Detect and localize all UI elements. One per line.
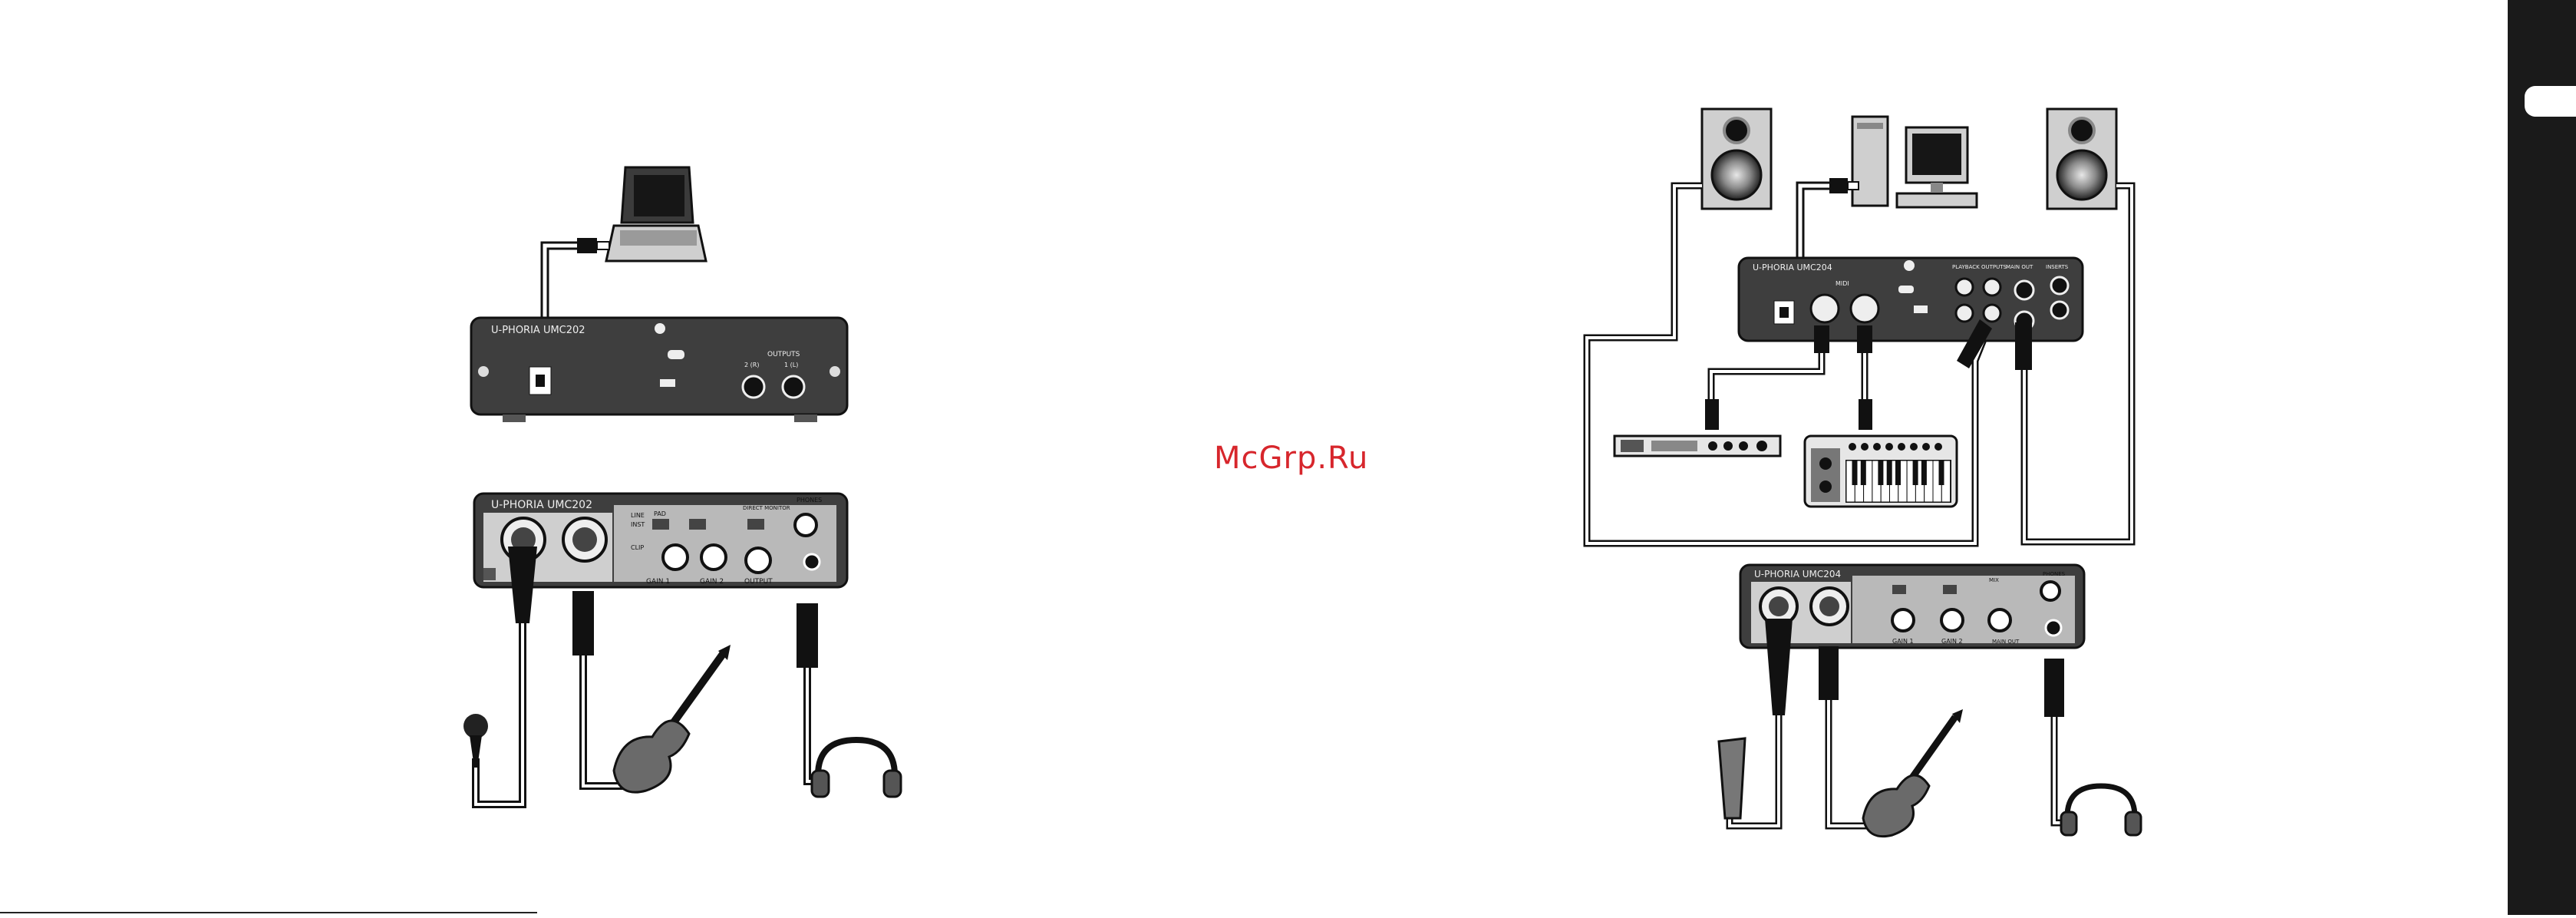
- main-out-label: MAIN OUT: [2006, 264, 2033, 270]
- black-key: [1852, 461, 1858, 485]
- gain2-label-204: GAIN 2: [1941, 638, 1963, 645]
- keyboard-knob: [1861, 443, 1869, 451]
- footer-rule: [0, 912, 537, 913]
- direct-monitor-label: DIRECT MONITOR: [743, 505, 790, 511]
- line-label: LINE: [631, 512, 645, 519]
- desktop-computer-icon: [1852, 117, 1977, 207]
- front-brand-label: U-PHORIA UMC202: [491, 499, 592, 511]
- gain1-label-204: GAIN 1: [1892, 638, 1914, 645]
- keyboard-knob: [1898, 443, 1905, 451]
- inserts-label: INSERTS: [2046, 264, 2069, 270]
- pad-label: PAD: [654, 510, 666, 517]
- headphones-right-icon: [2061, 786, 2141, 835]
- phones-label-204: PHONES: [2043, 571, 2066, 577]
- phones-label: PHONES: [797, 497, 822, 504]
- keyboard-knob: [1885, 443, 1893, 451]
- headphone-cable-right: [2044, 659, 2072, 823]
- side-tab: [2525, 86, 2576, 117]
- keyboard-keys: [1846, 461, 1951, 502]
- keyboard-knob: [1873, 443, 1881, 451]
- output-label: OUTPUT: [744, 578, 773, 586]
- keyboard-knob: [1910, 443, 1918, 451]
- black-key: [1861, 461, 1866, 485]
- microphone-right-icon: [1719, 738, 1745, 818]
- black-key: [1921, 461, 1927, 485]
- watermark-text: McGrp.Ru: [1214, 441, 1368, 476]
- black-key: [1939, 461, 1944, 485]
- electric-guitar-icon: [614, 645, 731, 792]
- keyboard-knob: [1934, 443, 1942, 451]
- inst-label: INST: [631, 521, 645, 528]
- rear-brand-label: U-PHORIA UMC202: [491, 325, 585, 336]
- output-2-label: 2 (R): [744, 362, 759, 368]
- speaker-cable-right: [2024, 186, 2132, 542]
- gain1-label: GAIN 1: [646, 578, 670, 586]
- front-panel-umc204: U-PHORIA UMC204 GAIN 1 GAIN 2 MIX MAIN O…: [1740, 565, 2084, 648]
- clip-label: CLIP: [631, 544, 644, 551]
- electric-guitar-right-icon: [1863, 709, 1963, 837]
- guitar-cable-right: [1819, 646, 1871, 826]
- black-key: [1878, 461, 1883, 485]
- black-key: [1913, 461, 1918, 485]
- mix-label-204: MIX: [1989, 577, 1999, 583]
- black-key: [1887, 461, 1892, 485]
- front-brand-label-204: U-PHORIA UMC204: [1754, 569, 1841, 580]
- headphone-cable-left: [797, 603, 821, 781]
- side-tab-bar: [2508, 0, 2576, 915]
- playback-outputs-label: PLAYBACK OUTPUTS: [1952, 264, 2007, 270]
- rack-effects-unit-icon: [1615, 436, 1780, 456]
- midi-label: MIDI: [1836, 280, 1849, 287]
- headphones-icon: [812, 740, 901, 797]
- rear-panel-umc202: U-PHORIA UMC202 OUTPUTS 2 (R) 1 (L): [471, 318, 847, 422]
- gain2-label: GAIN 2: [700, 578, 724, 586]
- microphone-icon: [463, 714, 488, 768]
- midi-cables: [1705, 353, 1872, 430]
- main-out-label-204: MAIN OUT: [1992, 639, 2020, 645]
- keyboard-knob: [1922, 443, 1930, 451]
- keyboard-knob: [1849, 443, 1856, 451]
- midi-keyboard-icon: [1805, 436, 1957, 507]
- black-key: [1895, 461, 1901, 485]
- rear-brand-label-204: U-PHORIA UMC204: [1753, 263, 1832, 272]
- speaker-right-icon: [2047, 109, 2116, 209]
- outputs-label: OUTPUTS: [767, 351, 800, 358]
- output-1-label: 1 (L): [784, 362, 798, 368]
- laptop-icon: [606, 167, 706, 261]
- speaker-left-icon: [1702, 109, 1771, 209]
